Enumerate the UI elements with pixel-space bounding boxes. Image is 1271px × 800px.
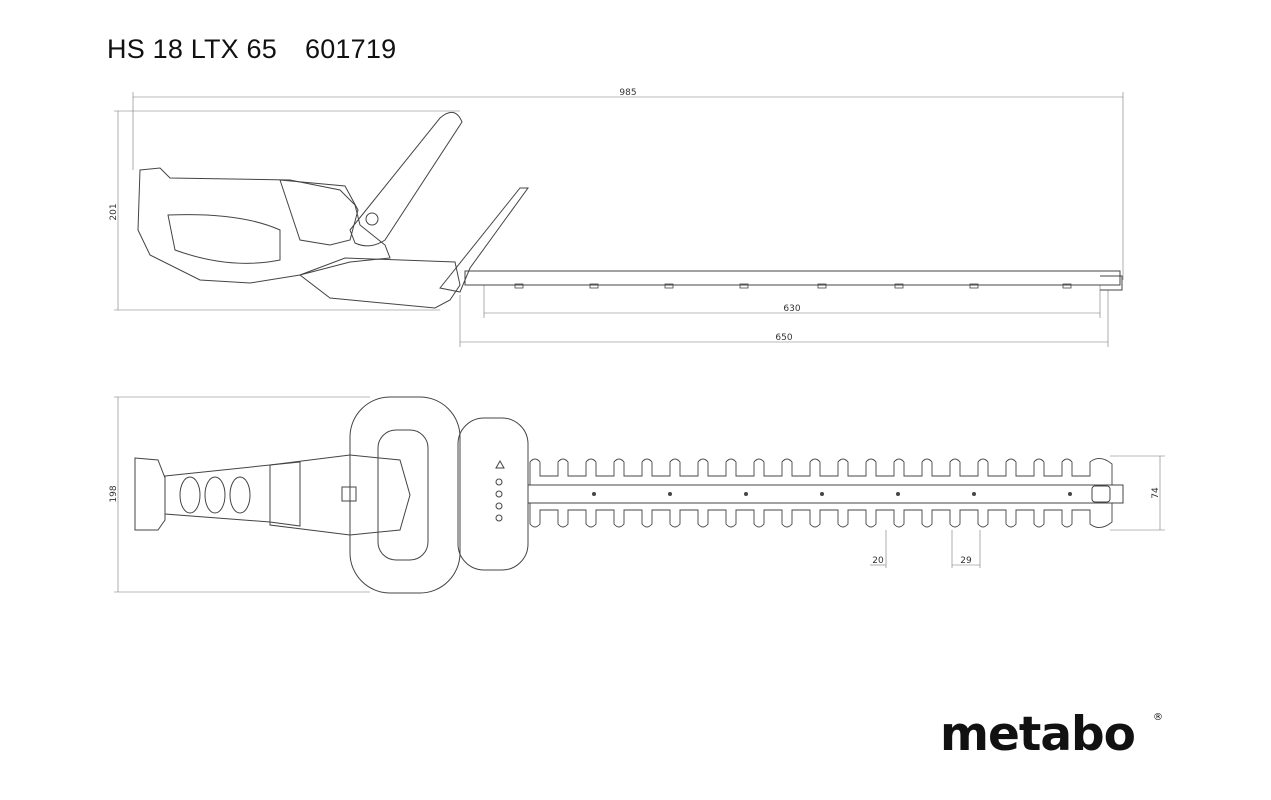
dim-label-tooth-pitch: 29 [960,556,972,566]
dim-74-line [1110,455,1165,531]
dim-label-blade-length: 650 [775,333,792,343]
top-battery-end [134,457,166,531]
side-view [114,92,1124,347]
top-bail-handle-outer [349,396,461,594]
dim-label-blade-width: 74 [1151,487,1161,499]
dim-198-line [114,396,370,593]
top-blade-tip-guard [1091,485,1111,503]
top-rear-handle [164,461,301,527]
top-symbol-4 [495,514,503,522]
top-view [114,396,1165,594]
side-rear-handle [137,167,391,284]
dim-650-line [459,290,1109,347]
top-blade-teeth-upper [529,458,1113,485]
top-symbol-1 [495,478,503,486]
side-blade-rivets [514,283,1072,289]
top-front-guard [457,417,529,571]
side-blade [464,270,1121,286]
top-warning-triangle [495,459,505,469]
side-handle-grip [167,214,281,264]
top-blade-rivets [592,492,1072,496]
top-bail-handle-inner [377,429,429,561]
side-bail-handle [349,111,463,247]
side-front-housing [298,257,461,309]
dim-label-top-width: 198 [109,485,119,502]
top-symbol-3 [495,502,503,510]
article-number: 601719 [305,34,397,64]
dim-tooth-lines [870,530,981,568]
top-grip-oval-1 [179,476,201,514]
top-motor-housing [269,454,411,536]
top-symbol-2 [495,490,503,498]
side-bail-pivot [365,212,379,226]
dim-985-line [132,92,1124,280]
top-lock-button [341,486,357,502]
dim-label-blade-cut: 630 [783,304,800,314]
top-blade-teeth-lower [529,503,1113,528]
dim-label-side-height: 201 [109,203,119,220]
side-hand-guard [439,187,529,293]
dim-201-line [114,110,460,311]
top-grip-oval-3 [229,476,251,514]
model-title: HS 18 LTX 65 [107,34,277,64]
side-blade-tip [1100,275,1123,291]
top-grip-oval-2 [204,476,226,514]
side-housing [279,179,359,246]
dim-label-overall-length: 985 [619,88,636,98]
brand-logo: metabo [940,707,1136,762]
registered-mark: ® [1153,712,1163,723]
dim-label-tooth-gap: 20 [872,556,884,566]
top-blade-bar [527,484,1124,504]
